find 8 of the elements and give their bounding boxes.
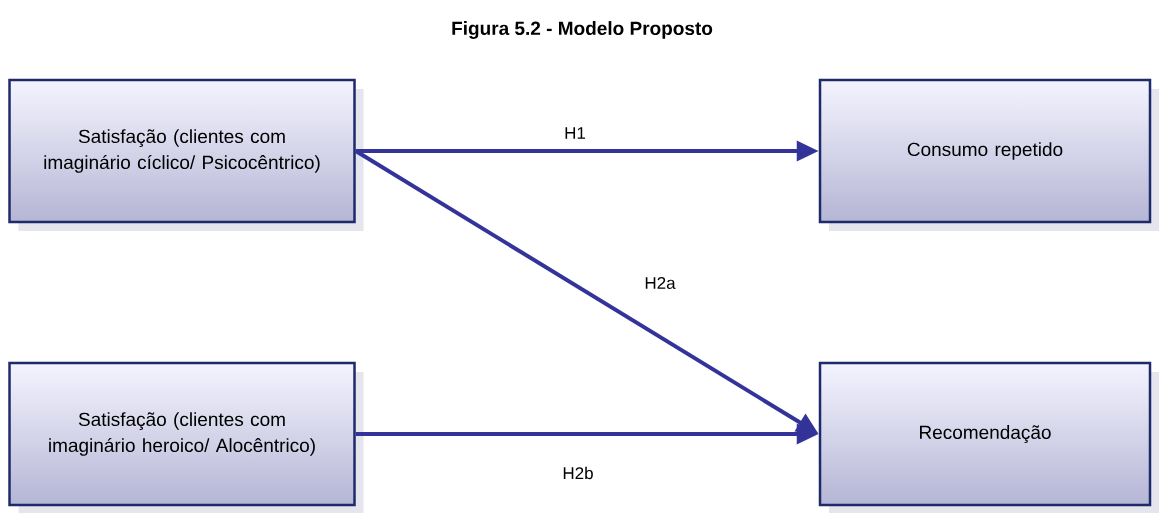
edge-label: H1 [562, 125, 588, 141]
process-box: Satisfação (clientes com imaginário cíclico/ Psicocêntrico) [8, 78, 364, 231]
process-box: Consumo repetido [818, 78, 1159, 231]
edge-label: H2a [642, 274, 678, 291]
edge-label: H2b [560, 464, 596, 482]
title: Figura 5.2 - Modelo Proposto [452, 21, 713, 39]
process-box: Satisfação (clientes com imaginário heroico/ Alocêntrico) [8, 361, 364, 513]
process-box: Recomendação [818, 361, 1159, 513]
